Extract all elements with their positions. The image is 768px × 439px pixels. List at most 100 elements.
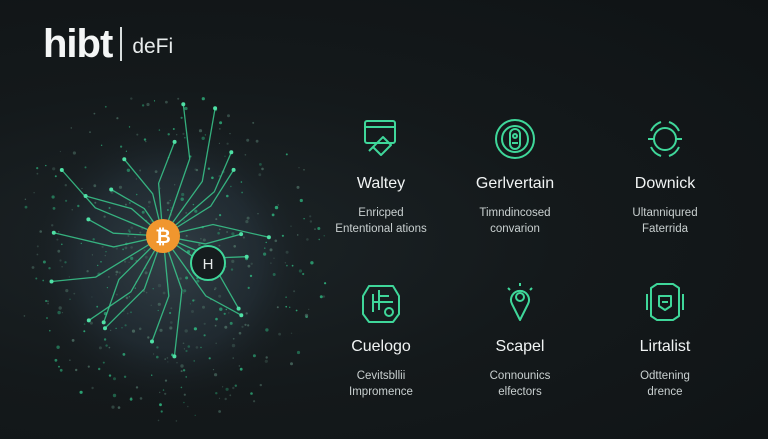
network-dot [194, 168, 197, 171]
network-dot [36, 167, 39, 170]
network-dot [115, 270, 119, 274]
network-dot [323, 235, 325, 237]
network-dot [252, 354, 256, 358]
network-dot [130, 311, 132, 314]
network-dot [175, 420, 178, 422]
network-dot [276, 306, 279, 309]
network-line [88, 235, 164, 321]
network-node [150, 339, 154, 344]
network-dot [234, 384, 237, 387]
network-dot [112, 393, 117, 398]
network-dot [185, 349, 188, 353]
feature-card-4: Cuelogo Cevitsbllii Impromence [296, 280, 466, 400]
network-dot [42, 260, 46, 264]
network-dot [164, 379, 168, 382]
feature-desc-line: Impromence [349, 386, 413, 398]
network-line [162, 169, 235, 237]
network-dot [183, 348, 185, 350]
feature-title: Cuelogo [351, 338, 411, 355]
location-pin-icon [498, 280, 542, 324]
network-dot [180, 364, 184, 368]
network-dot [192, 203, 195, 206]
feature-title: Downick [634, 175, 696, 192]
network-dot [180, 116, 183, 119]
feature-desc-line: Ultanniqured [632, 207, 698, 219]
feature-card-6: Lirtalist Odttening drence [580, 280, 750, 400]
feature-desc-line: drence [647, 386, 683, 398]
network-dot [255, 139, 259, 143]
network-dot [192, 299, 195, 302]
feature-desc-line: Odttening [640, 370, 690, 382]
network-dot [126, 168, 131, 172]
network-dot [215, 317, 218, 321]
network-dot [296, 234, 299, 236]
network-node [231, 167, 236, 172]
network-dot [183, 289, 187, 293]
network-dot [232, 357, 234, 359]
network-dot [303, 218, 305, 220]
cube-network-icon [359, 280, 403, 324]
network-dot [92, 238, 95, 241]
network-dot [98, 346, 102, 350]
network-node [239, 232, 244, 237]
network-dot [49, 329, 51, 332]
feature-desc: Ultanniqured Faterrida [580, 205, 750, 237]
network-dot [61, 243, 63, 246]
network-dot [298, 167, 300, 169]
network-dot [184, 106, 188, 111]
network-dot [108, 276, 110, 278]
network-dot [319, 295, 323, 299]
network-dot [290, 362, 293, 366]
network-dot [296, 185, 300, 189]
network-dot [324, 282, 327, 285]
network-dot [120, 145, 123, 148]
network-dot [196, 279, 200, 283]
bitcoin-icon: ₿ [146, 219, 180, 253]
network-dot [253, 400, 256, 403]
network-dot [204, 134, 207, 136]
network-dot [162, 389, 165, 391]
network-dot [156, 346, 159, 349]
network-dot [238, 365, 241, 367]
network-dot [263, 252, 267, 256]
network-dot [33, 192, 35, 194]
network-dot [285, 153, 288, 156]
network-dot [159, 391, 161, 394]
network-dot [215, 342, 217, 345]
network-dot [258, 173, 262, 177]
network-dot [187, 405, 189, 408]
network-dot [96, 305, 99, 308]
network-dot [81, 187, 83, 190]
network-dot [240, 181, 243, 183]
feature-card-1: Waltey Enricped Ententional ations [296, 117, 466, 237]
network-dot [108, 346, 111, 349]
hub-node: H [190, 245, 226, 281]
network-dot [45, 300, 48, 302]
network-dot [252, 121, 255, 124]
network-dot [134, 236, 136, 238]
network-dot [193, 327, 197, 331]
network-dot [24, 205, 28, 209]
network-dot [246, 138, 250, 142]
network-dot [125, 150, 127, 152]
network-dot [157, 419, 160, 422]
network-dot [202, 305, 205, 309]
network-dot [295, 309, 298, 312]
network-node [122, 157, 127, 162]
network-dot [106, 287, 108, 289]
network-dot [159, 187, 161, 189]
network-dot [238, 331, 242, 335]
network-dot [203, 322, 206, 325]
network-dot [130, 226, 134, 230]
network-dot [105, 251, 107, 253]
network-node [86, 217, 91, 222]
network-dot [162, 291, 166, 295]
network-dot [52, 167, 56, 171]
feature-card-5: Scapel Connounics elfectors [435, 280, 605, 400]
network-dot [265, 241, 267, 244]
network-dot [191, 310, 194, 313]
network-dot [56, 238, 59, 241]
network-dot [219, 307, 223, 311]
network-dot [61, 312, 64, 314]
network-dot [185, 276, 189, 280]
